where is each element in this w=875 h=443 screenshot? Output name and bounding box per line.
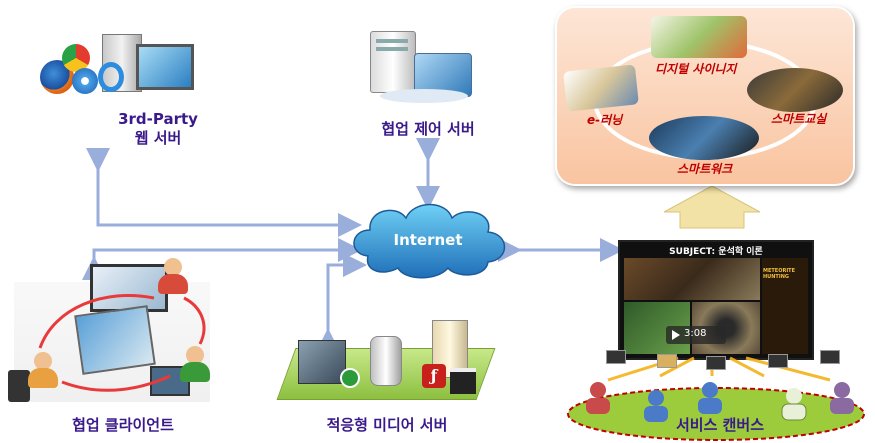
control-server-icon [360,25,480,105]
media-server-label: 적응형 미디어 서버 [326,416,448,434]
video-side-title: METEORITE HUNTING [763,268,796,280]
video-main-frame [624,258,760,300]
chrome-icon [62,44,90,72]
services-panel: 디지털 사이니지 e-러닝 스마트교실 스마트워크 [557,8,853,184]
user-blue-1 [644,390,668,422]
flash-icon: ƒ [422,364,446,388]
collab-client-label: 협업 클라이언트 [72,416,174,434]
third-party-label: 3rd-Party 웹 서버 [118,110,198,147]
client-tablet [8,370,30,402]
user-blue-2 [698,382,722,414]
internet-label: Internet [393,231,463,249]
elearning-image [563,64,639,112]
video-side-panel [762,258,808,354]
media-rack-icon [298,340,346,384]
monitor-icon [136,44,194,90]
collab-client-group [4,258,224,408]
client-user-icon-2 [34,352,52,370]
device-icon-1 [606,350,626,364]
device-icon-4 [768,354,788,368]
device-icon-5 [820,350,840,364]
play-button[interactable] [666,326,726,344]
service-canvas [567,356,865,441]
ie-icon [98,62,124,92]
smart-classroom-label: 스마트교실 [771,112,827,126]
elearning-label: e-러닝 [587,113,623,127]
smart-classroom-image [747,68,843,112]
user-red [586,382,610,414]
media-server-group: ƒ [276,318,496,404]
up-arrow [663,185,761,229]
user-green [781,388,807,421]
smart-work-image [649,116,759,160]
link-media [316,253,367,352]
video-duration: 3:08 [684,328,707,339]
safari-icon [72,68,98,94]
service-canvas-label: 서비스 캔버스 [675,416,765,434]
control-server-label: 협업 제어 서버 [381,120,475,138]
digital-signage-image [651,16,747,58]
network-badge-icon [340,368,360,388]
smart-work-label: 스마트워크 [677,162,733,176]
play-icon [672,330,680,340]
digital-signage-label: 디지털 사이니지 [655,62,737,76]
link-thirdparty [86,148,362,237]
clapperboard-icon [450,368,476,394]
client-cycle-arrows [38,293,206,392]
database-icon [370,336,402,386]
video-title: SUBJECT: 운석학 이론 [669,247,763,257]
video-player[interactable]: SUBJECT: 운석학 이론 METEORITE HUNTING 3:08 [618,240,814,360]
internet-cloud [353,203,506,279]
device-icon-3 [706,356,726,370]
device-icon-2 [657,354,677,368]
user-purple [830,382,854,414]
link-client [82,238,362,280]
client-user-icon-3 [186,346,204,364]
browser-icons-group [40,30,194,105]
client-user-icon-1 [164,258,182,276]
